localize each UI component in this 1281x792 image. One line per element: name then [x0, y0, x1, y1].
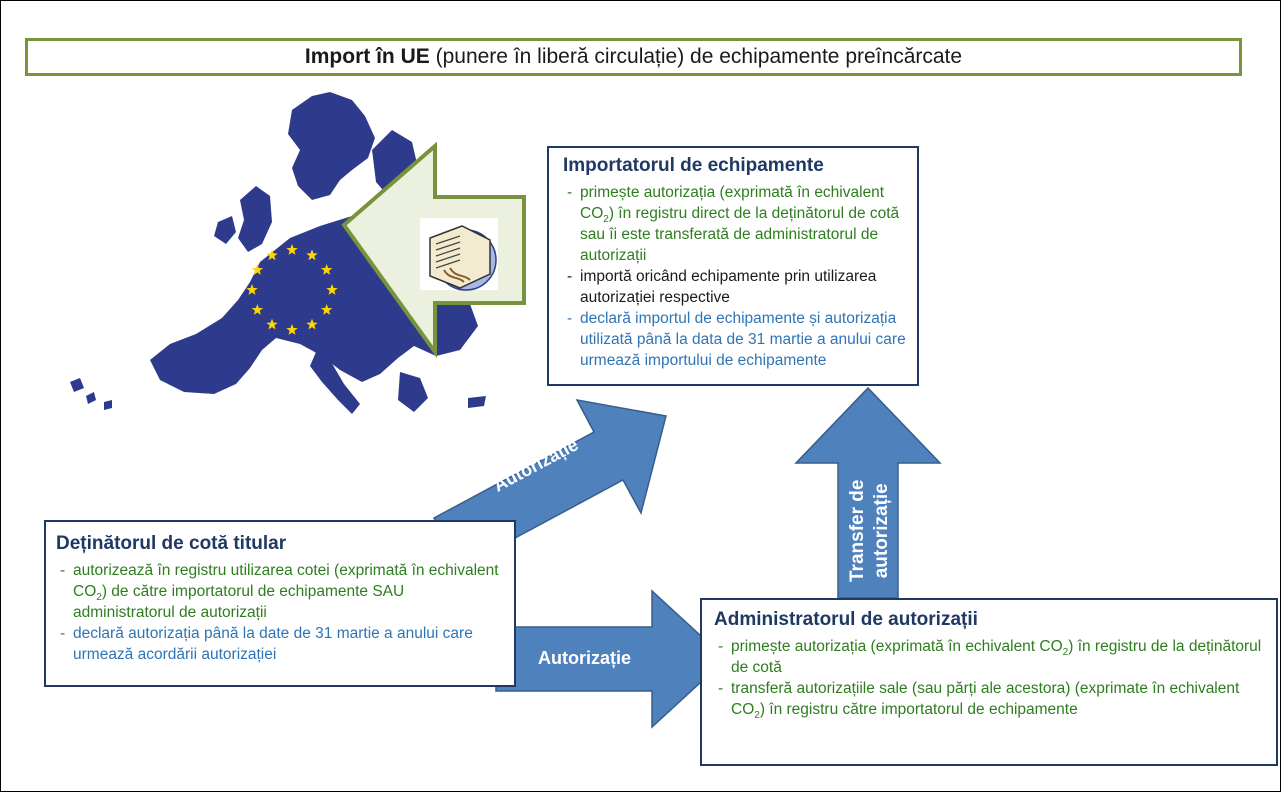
eu-star — [266, 318, 278, 330]
eu-stars — [246, 244, 338, 335]
eu-star — [266, 249, 278, 261]
eu-star — [286, 244, 298, 255]
eu-star — [251, 264, 264, 275]
importer-heading: Importatorul de echipamente — [563, 155, 824, 176]
vertical-arrow-label-line2: autorizație — [871, 483, 892, 579]
holder-item-2: declară autorizația până la date de 31 m… — [56, 623, 504, 665]
importer-box: Importatorul de echipamente primește aut… — [547, 146, 919, 386]
eu-star — [306, 249, 318, 261]
importer-item-2: importă oricând echipamente prin utiliza… — [563, 266, 907, 308]
diagram-title: Import în UE (punere în liberă circulați… — [25, 38, 1242, 76]
holder-item-1: autorizează în registru utilizarea cotei… — [56, 560, 504, 623]
eu-star — [246, 284, 258, 295]
holder-box: Deținătorul de cotă titular autorizează … — [44, 520, 516, 687]
title-rest: (punere în liberă circulație) de echipam… — [429, 45, 963, 68]
importer-item-3: declară importul de echipamente și autor… — [563, 308, 907, 371]
eu-star — [320, 304, 333, 315]
admin-box: Administratorul de autorizații primește … — [700, 598, 1278, 766]
air-conditioner-icon — [420, 218, 498, 291]
admin-heading: Administratorul de autorizații — [714, 609, 978, 630]
horizontal-arrow — [495, 589, 728, 729]
admin-item-2: transferă autorizațiile sale (sau părți … — [714, 678, 1266, 721]
eu-star — [251, 304, 264, 315]
eu-star — [306, 318, 318, 330]
vertical-arrow-label-line1: Transfer de — [847, 479, 868, 582]
vertical-arrow-label: Transfer de autorizație — [846, 480, 894, 582]
importer-item-1: primește autorizația (exprimată în echiv… — [563, 182, 907, 266]
eu-star — [286, 324, 298, 335]
title-bold: Import în UE — [304, 45, 430, 68]
horizontal-arrow-label: Autorizație — [538, 648, 632, 668]
eu-star — [326, 284, 338, 295]
vertical-arrow — [794, 386, 942, 599]
holder-heading: Deținătorul de cotă titular — [56, 533, 287, 554]
admin-item-1: primește autorizația (exprimată în echiv… — [714, 636, 1266, 678]
eu-star — [320, 264, 333, 275]
